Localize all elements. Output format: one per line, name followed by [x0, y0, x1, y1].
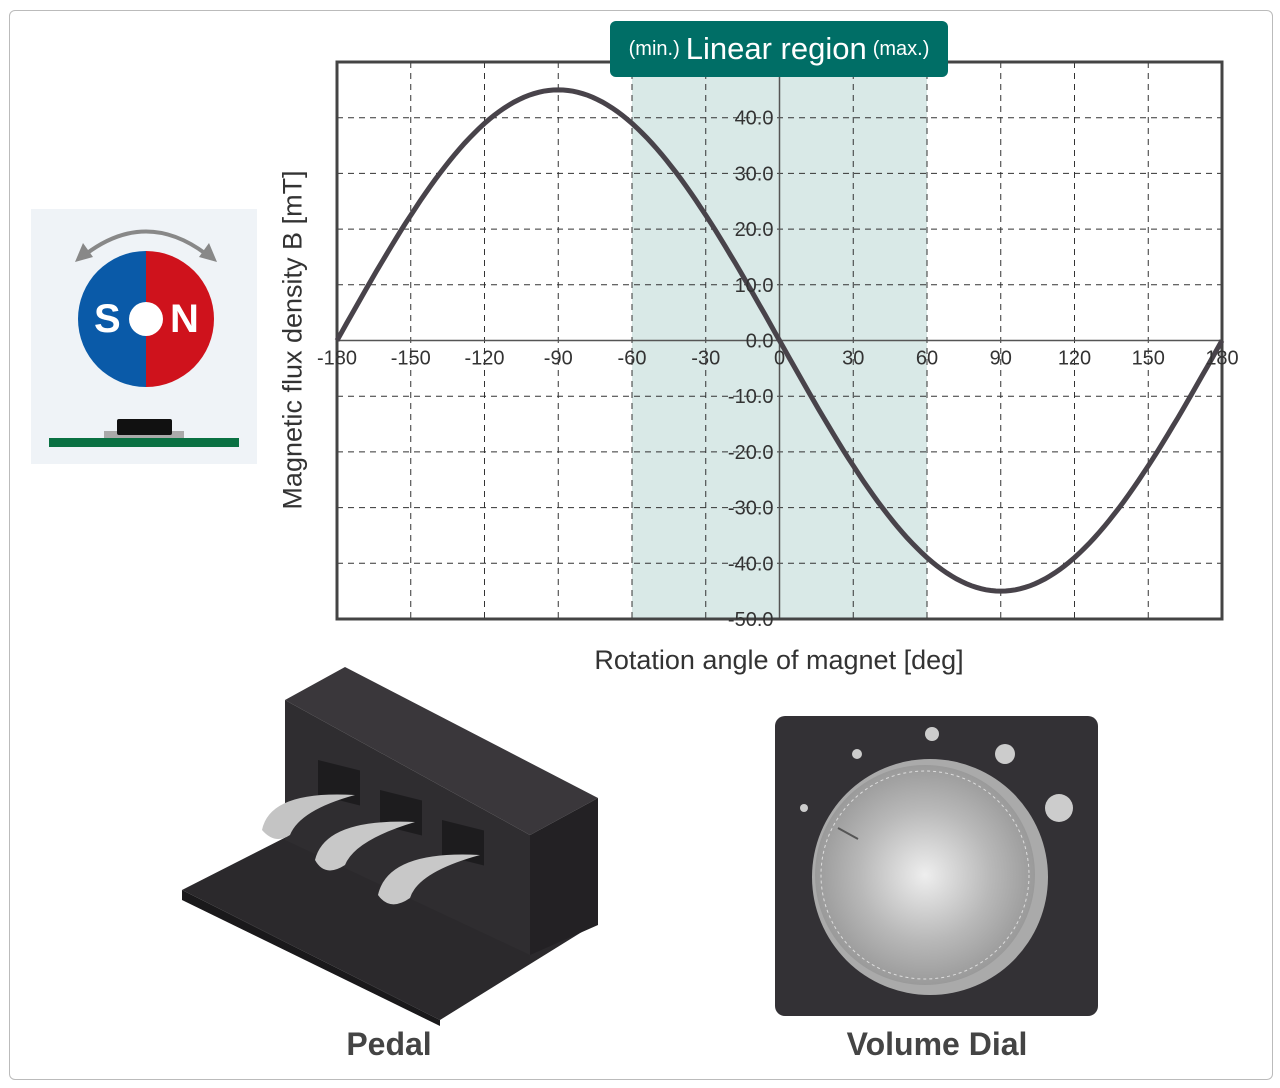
x-tick-label: -60 — [618, 348, 647, 370]
x-tick-label: 150 — [1132, 348, 1165, 370]
flux-density-curve — [334, 87, 1225, 594]
x-tick-label: 30 — [842, 348, 864, 370]
y-tick-label: 20.0 — [735, 219, 774, 241]
volume-dial-label: Volume Dial — [846, 1026, 1028, 1062]
sensor-chip — [117, 419, 172, 435]
y-tick-label: -30.0 — [728, 498, 774, 520]
badge-title: Linear region — [685, 31, 867, 66]
x-axis-label: Rotation angle of magnet [deg] — [594, 645, 964, 675]
north-pole-label: N — [170, 297, 199, 341]
y-tick-label: 40.0 — [735, 108, 774, 130]
south-pole-label: S — [94, 297, 121, 341]
x-tick-label: 180 — [1205, 348, 1238, 370]
pedal-label: Pedal — [346, 1026, 432, 1062]
y-tick-label: -20.0 — [728, 442, 774, 464]
x-tick-label: 0 — [774, 348, 785, 370]
x-tick-label: -120 — [464, 348, 504, 370]
y-tick-label: 10.0 — [735, 275, 774, 297]
rotation-arrow-icon — [84, 229, 208, 256]
badge-max: (max.) — [872, 37, 930, 60]
linear-region-badge: (min.) Linear region (max.) — [610, 21, 948, 77]
x-tick-label: 60 — [916, 348, 938, 370]
x-tick-label: 120 — [1058, 348, 1091, 370]
pcb — [49, 438, 239, 447]
x-tick-label: -90 — [544, 348, 573, 370]
y-tick-label: 30.0 — [735, 163, 774, 185]
x-tick-label: 90 — [990, 348, 1012, 370]
y-tick-label: -40.0 — [728, 553, 774, 575]
y-tick-label: -10.0 — [728, 386, 774, 408]
y-tick-label: 0.0 — [746, 331, 774, 353]
x-tick-label: -180 — [317, 348, 357, 370]
y-tick-label: -50.0 — [728, 609, 774, 631]
x-tick-label: -150 — [391, 348, 431, 370]
magnet-illustration: S N — [31, 209, 257, 464]
x-tick-label: -30 — [691, 348, 720, 370]
badge-min: (min.) — [628, 37, 680, 60]
